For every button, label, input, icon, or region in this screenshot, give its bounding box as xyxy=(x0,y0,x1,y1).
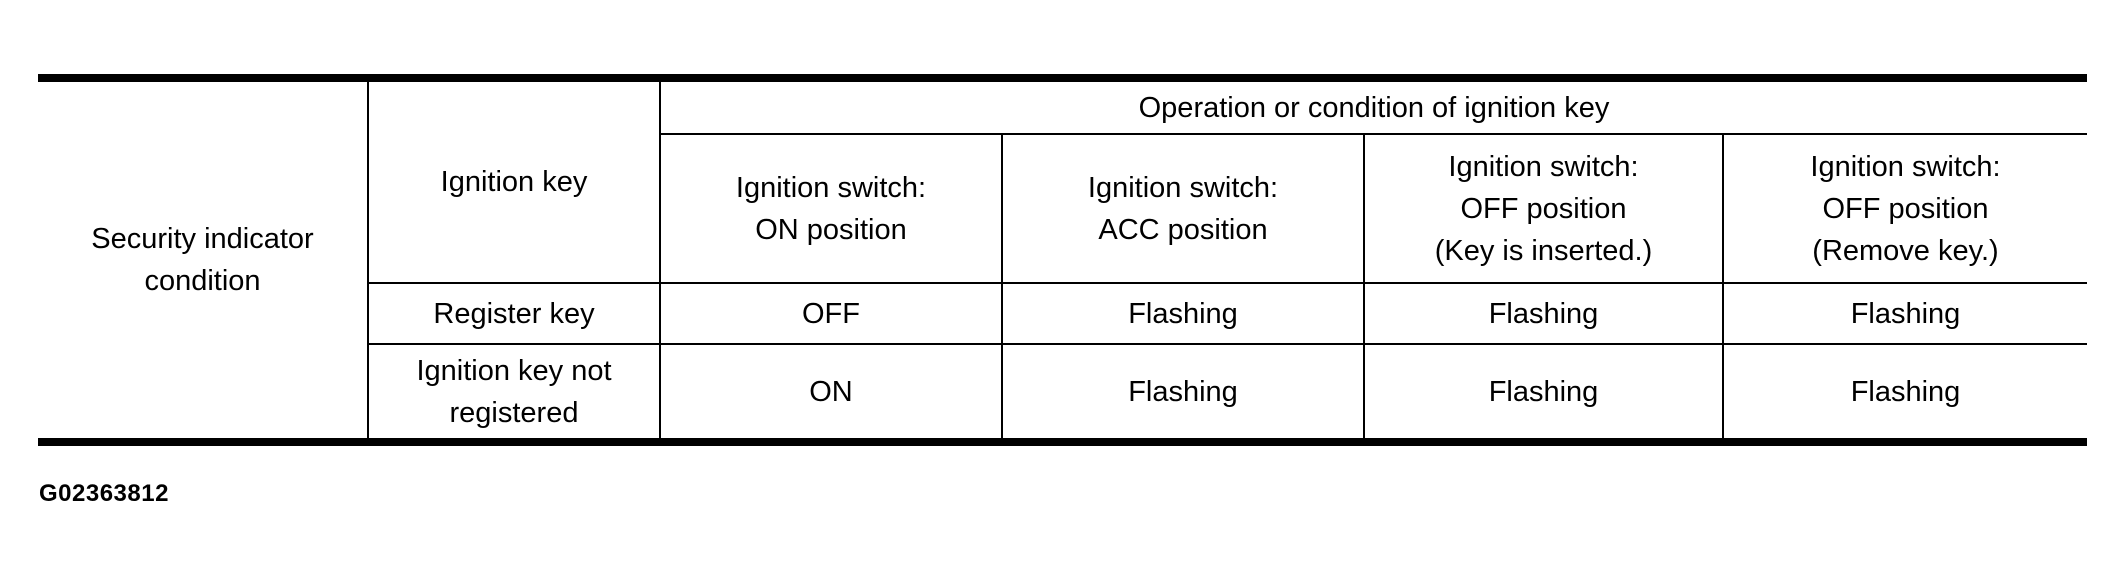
table-row: Ignition key not registered ON Flashing … xyxy=(38,343,2087,443)
indicator-value-cell: ON xyxy=(659,343,1003,443)
figure-code: G02363812 xyxy=(39,480,169,507)
table-row: Register key OFF Flashing Flashing Flash… xyxy=(38,282,2087,345)
switch-column-header-off-inserted: Ignition switch: OFF position (Key is in… xyxy=(1363,133,1724,284)
indicator-value-cell: Flashing xyxy=(1722,282,2087,345)
row-label-register-key: Register key xyxy=(368,282,661,345)
ignition-key-header: Ignition key xyxy=(367,77,661,284)
switch-column-header-on: Ignition switch: ON position xyxy=(660,133,1003,284)
indicator-value-cell: Flashing xyxy=(1001,282,1365,345)
indicator-value-cell: Flashing xyxy=(1363,343,1724,443)
operation-condition-header: Operation or condition of ignition key xyxy=(659,77,2087,135)
row-label-ignition-key-not-registered: Ignition key not registered xyxy=(368,343,661,443)
switch-column-header-off-removed: Ignition switch: OFF position (Remove ke… xyxy=(1722,133,2087,284)
security-indicator-condition-header: Security indicator condition xyxy=(38,77,369,443)
indicator-value-cell: Flashing xyxy=(1363,282,1724,345)
ignition-key-indicator-table: Security indicator condition Ignition ke… xyxy=(38,74,2087,446)
indicator-value-cell: OFF xyxy=(659,282,1003,345)
indicator-value-cell: Flashing xyxy=(1722,343,2087,443)
switch-column-header-acc: Ignition switch: ACC position xyxy=(1001,133,1365,284)
indicator-value-cell: Flashing xyxy=(1001,343,1365,443)
